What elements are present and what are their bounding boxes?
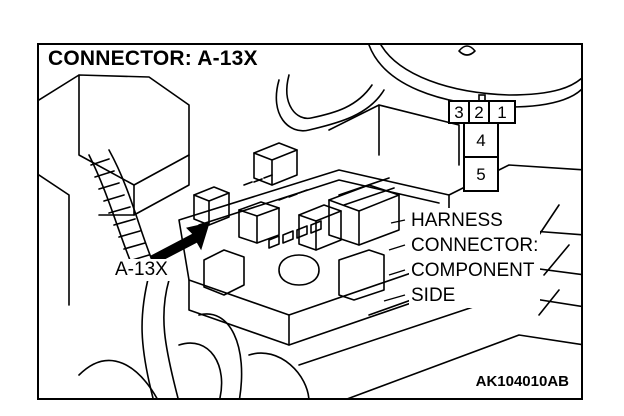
label-leader-lines <box>383 219 406 302</box>
callout-label: A-13X <box>113 259 170 281</box>
pin-1-label: 1 <box>497 103 506 122</box>
harness-label-line: COMPONENT <box>409 258 541 283</box>
diagram-frame: 3 2 1 4 5 CONNECTOR: A-13X A-13X HARNESS… <box>37 43 583 400</box>
harness-label: HARNESS CONNECTOR: COMPONENT SIDE <box>409 208 541 308</box>
pin-4-label: 4 <box>476 131 485 150</box>
harness-label-line: SIDE <box>409 283 541 308</box>
pin-3-label: 3 <box>454 103 463 122</box>
pin-diagram: 3 2 1 4 5 <box>448 94 516 192</box>
pin-5-label: 5 <box>476 165 485 184</box>
pin-2-label: 2 <box>474 103 483 122</box>
connector-title: CONNECTOR: A-13X <box>45 47 261 71</box>
harness-label-line: CONNECTOR: <box>409 233 541 258</box>
figure-code: AK104010AB <box>473 373 571 390</box>
harness-label-line: HARNESS <box>409 208 541 233</box>
